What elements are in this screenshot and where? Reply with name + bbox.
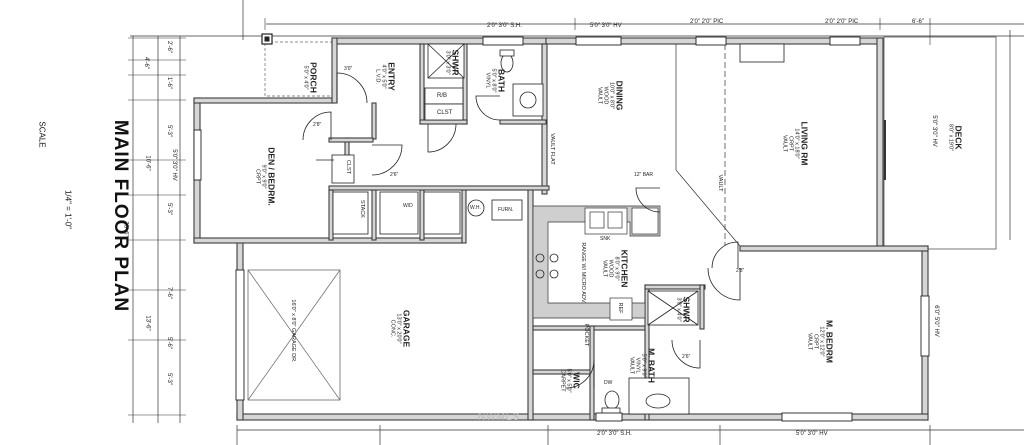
deck-outline (883, 36, 997, 250)
dim-left-1: 2'-6" (165, 41, 172, 53)
label-clst-bath: CLST (437, 110, 453, 116)
dim-left-4: 5'-3" (165, 125, 172, 137)
ceiling-lines (247, 44, 886, 401)
range-burners (535, 253, 559, 279)
dim-left-3: 1'-6" (165, 77, 172, 89)
scale-value: 1/4" = 1'-0" (63, 189, 73, 229)
window-tag-den: 5'0" 3'0" HV (170, 149, 177, 181)
window-tag-dining: 5'0" 3'0" HV (590, 23, 622, 29)
label-bar: 12" BAR (634, 172, 654, 178)
label-water-heater: W.H. (470, 205, 481, 211)
label-vault-flat: VAULT FLAT (549, 133, 555, 165)
window-tag-deck: 6'-6" (912, 19, 924, 25)
dim-left-9: 7'-6" (165, 287, 172, 299)
door-entry: 3'0" (344, 66, 353, 72)
room-den: DEN / BEDRM.9'0" x 9'0"CRPT (254, 147, 277, 206)
window-tag-bottom-2: 5'0" 3'0" HV (796, 431, 828, 437)
window-tag-pic2: 2'0" 2'0" PIC (825, 19, 859, 25)
kitchen-counters (532, 205, 661, 321)
label-ref: REF (617, 302, 623, 314)
label-wd: W/D (403, 203, 413, 209)
watermark: NWMLS (478, 412, 521, 423)
dimension-lines (128, 0, 1024, 445)
dim-left-11: 13'-6" (144, 315, 151, 331)
label-garage-door: 16'0" x 8'0" GARAGE DR. (290, 299, 296, 363)
door-mbed: 2'8" (736, 268, 745, 274)
label-range: RANGE W/ MICRO ADV. (580, 242, 586, 304)
windows (193, 36, 930, 422)
window-tag-bottom-1: 2'0" 3'0" S.H. (597, 431, 632, 437)
plan-title: MAIN FLOOR PLAN (110, 119, 131, 313)
porch-outline (264, 41, 334, 97)
label-pocket: POCKET (583, 323, 589, 347)
title-block: MAIN FLOOR PLAN SCALE 1/4" = 1'-0" (30, 0, 160, 445)
dim-left-10: 5'-6" (165, 337, 172, 349)
door-swings (302, 72, 741, 389)
window-tag-pic1: 2'0" 2'0" PIC (690, 19, 724, 25)
dim-left-2: 4'-6" (142, 57, 149, 69)
door-mbath: 2'6" (682, 354, 691, 360)
label-clst-den: CLST (345, 159, 351, 175)
window-tag-mbed: 6'0" 5'0" HV (932, 305, 939, 337)
dim-left-5: 5'-3" (165, 203, 172, 215)
dim-left-7: 28'-6" (122, 221, 129, 237)
porch-post-core (264, 36, 270, 42)
label-furnace: FURN. (498, 207, 514, 213)
window-tag-bath: 2'0" 3'0" S.H. (487, 23, 522, 29)
label-rb-bath: R/B (437, 93, 448, 99)
dim-left-8: 5'-3" (165, 373, 172, 385)
label-sink: SNK (600, 236, 611, 242)
door-den: 2'8" (313, 122, 322, 128)
door-hall: 2'6" (390, 172, 399, 178)
window-tag-living: 5'0" 3'0" HV (930, 115, 937, 147)
label-pocket-lbl: DW (604, 380, 613, 386)
scale-label: SCALE (37, 121, 47, 148)
bath-fixtures (331, 43, 785, 415)
label-stack: STACK (359, 200, 365, 218)
dim-left-6: 10'-6" (144, 155, 151, 171)
label-vault-line: VAULT (717, 174, 723, 192)
